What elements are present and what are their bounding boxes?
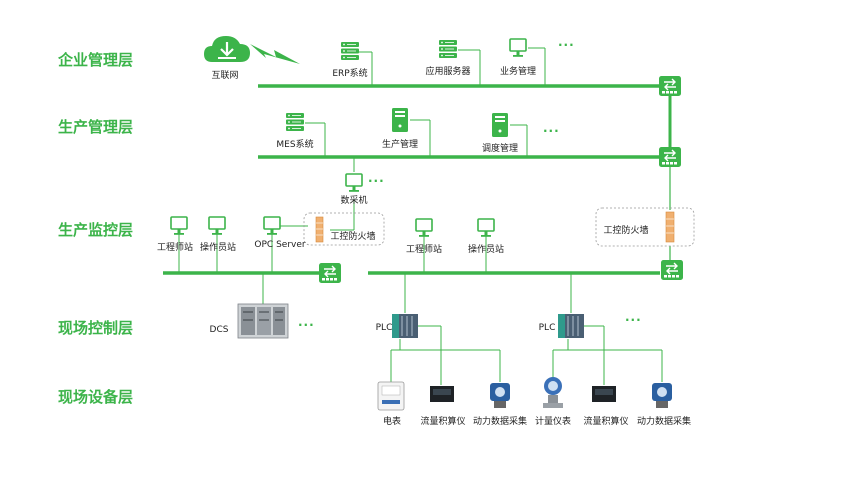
erp-server-icon — [340, 41, 360, 61]
label-op-station-1: 操作员站 — [199, 243, 237, 253]
dcs-more-dots: ··· — [298, 318, 315, 332]
op-station-2-monitor-icon — [477, 218, 495, 238]
label-eng-station-2: 工程师站 — [405, 245, 443, 255]
internet-cloud-icon — [204, 36, 250, 62]
business-monitor-icon — [509, 38, 527, 58]
label-prod-mgmt: 生产管理 — [381, 140, 419, 150]
measuring-instrument-icon — [543, 377, 563, 408]
plc-more-dots: ··· — [625, 313, 642, 327]
monitor-switch-right-icon — [660, 259, 684, 281]
firewall-box-2 — [595, 207, 695, 247]
enterprise-switch-icon — [658, 75, 682, 97]
firewall-2-icon — [665, 211, 675, 243]
label-power-2: 动力数据采集 — [636, 417, 692, 427]
label-dispatch: 调度管理 — [481, 144, 519, 154]
flow-totalizer-1-icon — [430, 386, 454, 402]
production-switch-icon — [658, 146, 682, 168]
network-lines — [163, 47, 672, 385]
mes-server-icon — [285, 112, 305, 132]
label-measure: 计量仪表 — [534, 417, 572, 427]
label-business: 业务管理 — [499, 67, 537, 77]
collector-monitor-icon — [345, 173, 363, 193]
flow-totalizer-2-icon — [592, 386, 616, 402]
lightning-link-icon — [250, 44, 300, 64]
layer-label-production: 生产管理层 — [58, 118, 134, 136]
layer-label-monitor: 生产监控层 — [58, 221, 134, 239]
label-plc-2: PLC — [538, 323, 556, 333]
layer-label-device: 现场设备层 — [58, 388, 134, 406]
label-eng-station-1: 工程师站 — [156, 243, 194, 253]
eng-station-monitor-icon — [170, 216, 188, 236]
firewall-box-1 — [303, 212, 385, 246]
label-opc-server: OPC Server — [254, 240, 306, 250]
label-erp: ERP系统 — [332, 69, 368, 79]
label-collector: 数采机 — [340, 196, 368, 206]
label-meter: 电表 — [382, 417, 402, 427]
eng-station-2-monitor-icon — [415, 218, 433, 238]
label-app-server: 应用服务器 — [425, 67, 471, 77]
dcs-cabinet-icon — [237, 303, 289, 339]
collector-more-dots: ··· — [368, 174, 385, 188]
production-more-dots: ··· — [543, 124, 560, 138]
label-firewall-2: 工控防火墙 — [603, 226, 649, 236]
label-plc-1: PLC — [375, 323, 393, 333]
power-collector-2-icon — [652, 383, 672, 408]
label-flow-1: 流量积算仪 — [420, 417, 466, 427]
label-power-1: 动力数据采集 — [472, 417, 528, 427]
dispatch-server-icon — [492, 113, 508, 137]
label-dcs: DCS — [209, 325, 229, 335]
plc-1-icon — [392, 314, 418, 338]
label-flow-2: 流量积算仪 — [583, 417, 629, 427]
label-firewall-1: 工控防火墙 — [330, 232, 376, 242]
app-server-icon — [438, 39, 458, 59]
label-mes: MES系统 — [276, 140, 314, 150]
prod-mgmt-server-icon — [392, 108, 408, 132]
firewall-icon — [315, 216, 324, 243]
enterprise-more-dots: ··· — [558, 38, 575, 52]
monitor-switch-left-icon — [318, 262, 342, 284]
opc-server-monitor-icon — [263, 216, 281, 236]
power-collector-1-icon — [490, 383, 510, 408]
layer-label-enterprise: 企业管理层 — [58, 51, 134, 69]
op-station-monitor-icon — [208, 216, 226, 236]
label-op-station-2: 操作员站 — [467, 245, 505, 255]
electric-meter-icon — [377, 381, 405, 411]
layer-label-control: 现场控制层 — [58, 319, 134, 337]
plc-2-icon — [558, 314, 584, 338]
label-internet: 互联网 — [211, 71, 239, 81]
